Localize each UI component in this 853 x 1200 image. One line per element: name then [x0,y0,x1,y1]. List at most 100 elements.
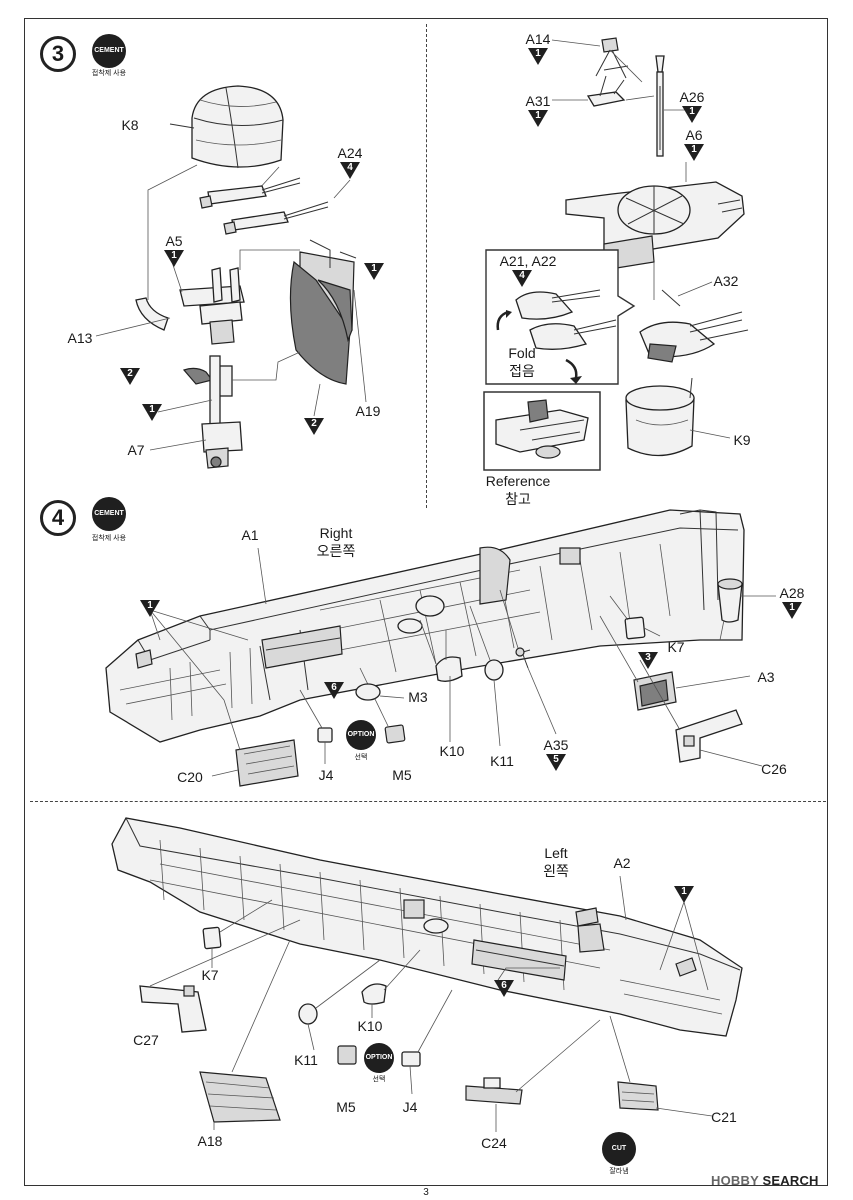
part-m3-k10-k11 [355,647,531,701]
part-a14-a31-yoke [586,37,629,107]
part-c24-bar [465,1077,523,1105]
part-c20-panel [223,699,299,787]
cement-icon: CEMENT [92,34,126,68]
part-a21-a22-guns [496,289,617,384]
watermark: HOBBY SEARCH [711,1173,819,1188]
label-a35: A35 [543,737,569,753]
label-a5: A5 [165,233,183,249]
label-a2: A2 [613,855,631,871]
step-number-triangle: 2 [120,368,140,385]
label-j4: J4 [318,767,334,783]
label-k8: K8 [121,117,139,133]
label-a32: A32 [713,273,739,289]
cut-icon: CUT [602,1132,636,1166]
part-k9-ring [625,377,695,457]
step-number-triangle: 1 [364,263,384,280]
step-number-triangle: 1 [684,144,704,161]
part-c26-bracket [675,709,743,763]
watermark-logo-text: HOBBY [711,1173,759,1188]
cement-icon: CEMENT [92,497,126,531]
part-k7-window-right [624,616,646,640]
step-number-triangle: 1 [528,48,548,65]
part-k7-window-left [202,926,222,950]
label-c26: C26 [761,761,787,777]
label-k10: K10 [357,1018,383,1034]
reference-illustration [495,399,589,459]
part-k8-canopy [191,85,284,169]
label-a18: A18 [197,1133,223,1149]
label-a6: A6 [685,127,703,143]
part-a19-seat [289,239,357,385]
page-number: 3 [423,1187,429,1198]
watermark-search-text: SEARCH [762,1173,819,1188]
label-reference-korean: 참고 [505,491,531,507]
label-j4: J4 [402,1099,418,1115]
part-j4-m5-right [317,724,406,764]
title-right: Right [319,525,353,541]
part-a32-gun-mount [639,289,749,363]
cut-caption: 잘라냄 [609,1168,629,1175]
label-k9: K9 [733,432,751,448]
step-number-triangle: 2 [304,418,324,435]
label-fold-korean: 접음 [509,363,535,379]
step-number-triangle: 1 [528,110,548,127]
label-a14: A14 [525,31,551,47]
label-m5: M5 [336,1099,356,1115]
label-c27: C27 [133,1032,159,1048]
part-a6-floor [565,181,745,271]
label-a3: A3 [757,669,775,685]
option-icon: OPTION [364,1043,394,1073]
option-caption: 선택 [372,1076,386,1083]
part-a2-left-fuselage [111,817,743,1037]
step-number-triangle: 6 [494,980,514,997]
label-k7: K7 [201,967,219,983]
label-m3: M3 [408,689,428,705]
step-number-triangle: 1 [674,886,694,903]
title-left: Left [544,845,568,861]
part-c21-panel [617,1081,659,1111]
part-c27-bracket [139,985,207,1033]
label-c24: C24 [481,1135,507,1151]
label-a24: A24 [337,145,363,161]
step-number-triangle: 1 [164,250,184,267]
label-a26: A26 [679,89,705,105]
label-k7: K7 [667,639,685,655]
part-a13-shield [135,297,169,331]
label-a28: A28 [779,585,805,601]
step-number-triangle: 6 [324,682,344,699]
label-a19: A19 [355,403,381,419]
label-k11: K11 [490,753,514,769]
step-number-triangle: 1 [682,106,702,123]
cement-caption: 접착제 사용 [91,535,127,542]
title-left-korean: 왼쪽 [543,863,569,879]
label-k11: K11 [294,1052,318,1068]
part-a24-guns [199,177,329,235]
step-4-number: 4 [40,500,76,536]
step-number-triangle: 1 [142,404,162,421]
label-reference: Reference [485,473,551,489]
page-border [24,18,828,1186]
title-right-korean: 오른쪽 [316,543,356,559]
label-m5: M5 [392,767,412,783]
part-a26-stick [655,55,665,157]
label-a31: A31 [525,93,551,109]
label-a7: A7 [127,442,145,458]
step-number-triangle: 1 [782,602,802,619]
label-c20: C20 [177,769,203,785]
part-a18-panel [199,1071,281,1123]
step-number-triangle: 3 [638,652,658,669]
part-a3-block [633,671,677,711]
option-icon: OPTION [346,720,376,750]
label-a13: A13 [67,330,93,346]
label-a21-a22: A21, A22 [499,253,557,269]
part-a5-mount [179,267,245,345]
label-k10: K10 [439,743,465,759]
part-control-column [182,355,243,469]
option-caption: 선택 [354,754,368,761]
label-fold: Fold [508,345,536,361]
section-divider-horizontal [30,801,826,802]
step-3-number: 3 [40,36,76,72]
cement-caption: 접착제 사용 [91,70,127,77]
